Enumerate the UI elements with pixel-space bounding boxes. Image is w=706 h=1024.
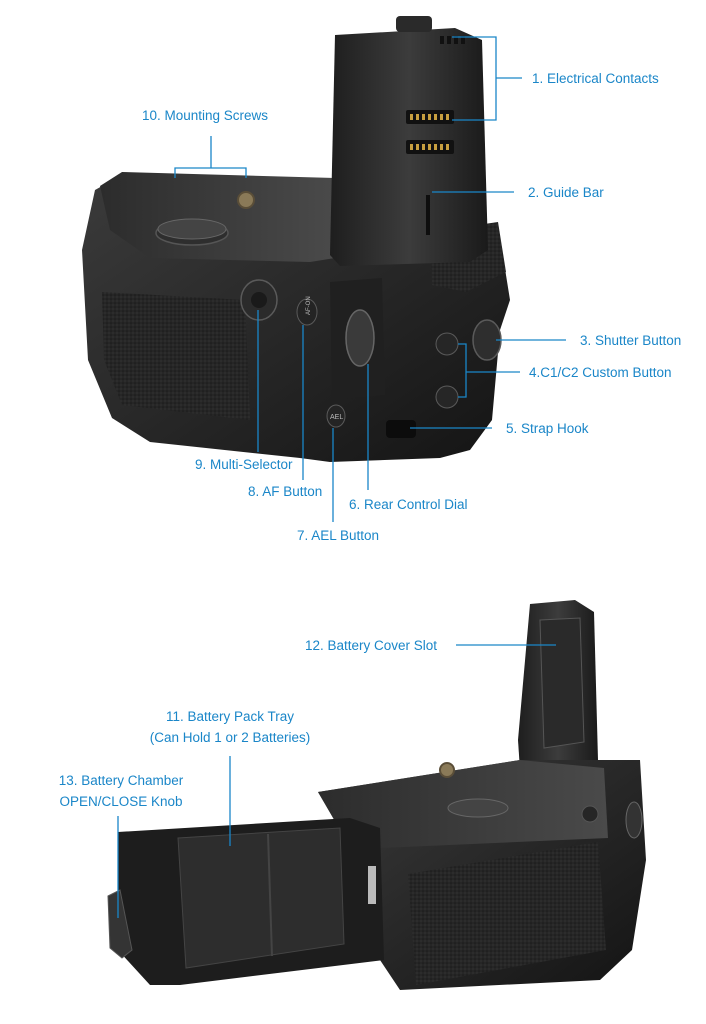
leader-lines	[117, 36, 566, 918]
label-rear-control-dial: 6. Rear Control Dial	[349, 497, 468, 512]
label-battery-chamber-knob-line2: OPEN/CLOSE Knob	[59, 794, 183, 809]
open-view-button	[581, 805, 599, 823]
label-guide-bar: 2. Guide Bar	[528, 185, 604, 200]
rear-control-dial-wheel	[345, 309, 375, 367]
ael-button	[326, 404, 346, 428]
label-battery-pack-tray-line1: 11. Battery Pack Tray	[165, 709, 295, 724]
label-battery-pack-tray: 11. Battery Pack Tray (Can Hold 1 or 2 B…	[130, 709, 330, 746]
label-battery-pack-tray-line2: (Can Hold 1 or 2 Batteries)	[149, 730, 311, 745]
electrical-contact-pins	[406, 110, 454, 154]
grip-top-plate	[100, 172, 335, 262]
label-custom-button: 4.C1/C2 Custom Button	[529, 365, 672, 380]
grip-rubber-open	[408, 842, 606, 985]
label-battery-cover-slot: 12. Battery Cover Slot	[305, 638, 438, 653]
label-battery-chamber-knob: 13. Battery Chamber OPEN/CLOSE Knob	[46, 773, 196, 810]
multi-selector-center	[251, 292, 267, 308]
top-contact-slots	[440, 36, 465, 44]
tripod-screw	[237, 191, 255, 209]
grip-rubber-left	[102, 292, 250, 420]
label-electrical-contacts: 1. Electrical Contacts	[532, 71, 659, 86]
label-battery-chamber-knob-line1: 13. Battery Chamber	[58, 773, 184, 788]
front-dial-open	[447, 798, 509, 818]
af-on-button	[296, 298, 318, 326]
tray-side-contact	[368, 866, 376, 904]
label-multi-selector: 9. Multi-Selector	[195, 457, 293, 472]
battery-grip-front-view: AF-ON AEL	[82, 16, 510, 462]
open-view-dial	[625, 801, 643, 839]
guide-bar-slot	[426, 195, 430, 235]
battery-pack-tab	[396, 16, 432, 32]
af-on-mark: AF-ON	[306, 296, 312, 315]
c2-button	[435, 385, 459, 409]
ael-mark: AEL	[330, 414, 343, 421]
strap-hook-slot	[386, 420, 416, 438]
tripod-screw-open	[439, 762, 455, 778]
battery-cover-slot-recess	[539, 617, 585, 749]
battery-grip-open-view	[107, 600, 646, 990]
label-af-button: 8. AF Button	[248, 484, 323, 499]
c1-button	[435, 332, 459, 356]
label-shutter-button: 3. Shutter Button	[580, 333, 682, 348]
battery-pack-tray-inner	[177, 827, 345, 969]
leader-custom-button	[458, 343, 467, 398]
label-strap-hook: 5. Strap Hook	[506, 421, 589, 436]
label-mounting-screws: 10. Mounting Screws	[142, 108, 269, 123]
front-dial-top	[157, 218, 227, 240]
tray-divider	[267, 833, 273, 957]
label-ael-button: 7. AEL Button	[297, 528, 380, 543]
